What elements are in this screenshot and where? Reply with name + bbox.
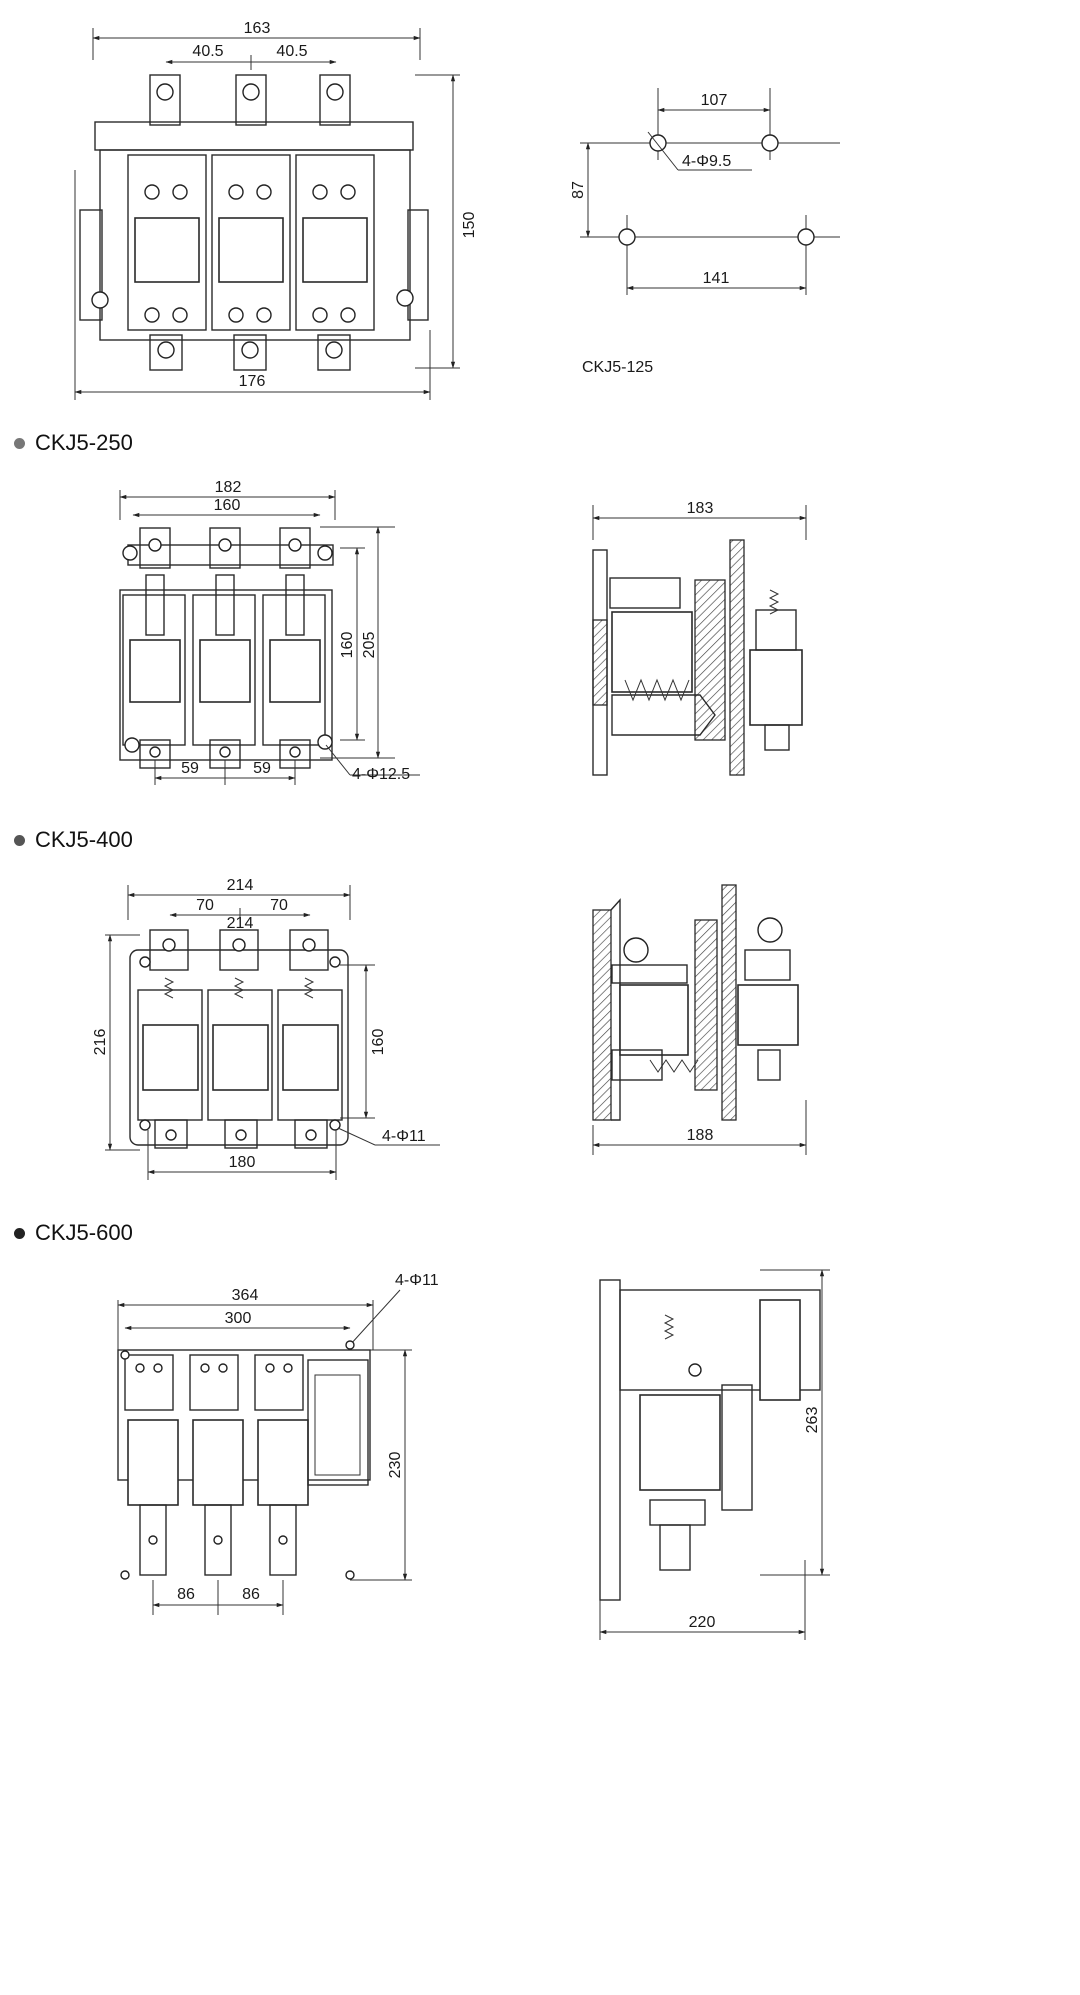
dim-pitch-right: 86 xyxy=(242,1586,260,1603)
ckj5-600-side-view: 263 220 xyxy=(599,1269,830,1640)
bullet-icon xyxy=(14,437,25,449)
dim-width-top: 182 xyxy=(215,479,242,496)
hole-callout: 4-Φ12.5 xyxy=(352,766,410,783)
ckj5-250-front-view: 182 160 160 205 xyxy=(119,479,420,785)
dim-pitch-left: 40.5 xyxy=(192,43,223,60)
ckj5-125-front-view: 163 40.5 40.5 150 176 xyxy=(74,20,478,400)
ckj5-400-front-view: 214 70 70 214 216 160 xyxy=(92,877,440,1180)
dim-height: 150 xyxy=(461,212,478,239)
dim-width-top: 364 xyxy=(232,1287,259,1304)
dim-pitch-right: 40.5 xyxy=(276,43,307,60)
dim-height: 230 xyxy=(387,1452,404,1479)
dim-hole-spacing-side: 87 xyxy=(570,181,587,199)
dim-pitch-left: 86 xyxy=(177,1586,195,1603)
dim-height: 263 xyxy=(804,1407,821,1434)
dim-pitch-right: 70 xyxy=(270,897,288,914)
dim-width-bottom: 176 xyxy=(239,373,266,390)
ckj5-125-mounting-plan: 107 87 4-Φ9.5 141 CKJ5-125 xyxy=(570,88,840,376)
dim-width-top: 214 xyxy=(227,877,254,894)
dim-width-mid: 214 xyxy=(227,915,254,932)
section-label: CKJ5-400 xyxy=(35,827,133,852)
hole-callout: 4-Φ9.5 xyxy=(682,153,731,170)
dim-hole-spacing-bottom: 141 xyxy=(703,270,730,287)
dim-depth: 188 xyxy=(687,1127,714,1144)
dim-height-left: 216 xyxy=(92,1029,109,1056)
bullet-icon xyxy=(14,1227,25,1239)
hole-callout: 4-Φ11 xyxy=(395,1272,439,1289)
dim-pitch-left: 70 xyxy=(196,897,214,914)
section-title-ckj5-250: CKJ5-250 xyxy=(14,430,133,456)
model-caption: CKJ5-125 xyxy=(582,359,653,376)
ckj5-600-front-view: 364 300 4-Φ11 230 xyxy=(117,1272,439,1615)
section-label: CKJ5-250 xyxy=(35,430,133,455)
section-label: CKJ5-600 xyxy=(35,1220,133,1245)
bullet-icon xyxy=(14,834,25,846)
dim-width-inner: 300 xyxy=(225,1310,252,1327)
dim-pitch-left: 59 xyxy=(181,760,199,777)
ckj5-400-side-view: 188 xyxy=(592,884,807,1155)
dim-width-bottom: 180 xyxy=(229,1154,256,1171)
dim-height-outer: 205 xyxy=(361,632,378,659)
dim-pitch-right: 59 xyxy=(253,760,271,777)
dim-width-inner: 160 xyxy=(214,497,241,514)
dim-height-inner: 160 xyxy=(339,632,356,659)
hole-callout: 4-Φ11 xyxy=(382,1128,426,1145)
section-title-ckj5-600: CKJ5-600 xyxy=(14,1220,133,1246)
dim-depth: 183 xyxy=(687,500,714,517)
dim-hole-spacing-top: 107 xyxy=(701,92,728,109)
dim-depth: 220 xyxy=(689,1614,716,1631)
dim-width-top: 163 xyxy=(244,20,271,37)
dim-height-right: 160 xyxy=(370,1029,387,1056)
ckj5-250-side-view: 183 xyxy=(592,500,807,776)
section-title-ckj5-400: CKJ5-400 xyxy=(14,827,133,853)
